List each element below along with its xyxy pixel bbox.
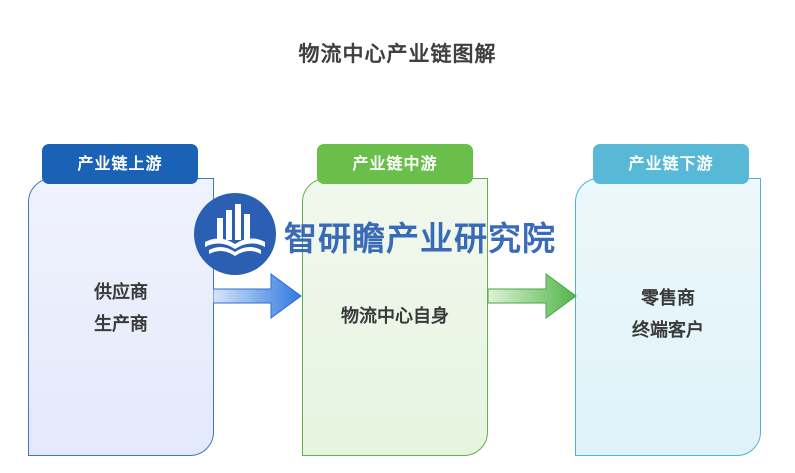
page-title: 物流中心产业链图解 <box>298 42 497 66</box>
upstream-tab: 产业链上游 <box>42 144 198 184</box>
arrow-right-icon <box>213 273 302 319</box>
watermark-text: 智研瞻产业研究院 <box>284 219 556 258</box>
downstream-items: 零售商 终端客户 <box>576 283 760 347</box>
midstream-tab: 产业链中游 <box>317 144 473 184</box>
midstream-panel: 物流中心自身 <box>302 178 488 456</box>
downstream-panel: 零售商 终端客户 <box>575 178 761 456</box>
midstream-item: 物流中心自身 <box>341 306 449 327</box>
downstream-item: 零售商 <box>641 288 695 309</box>
upstream-item: 生产商 <box>94 314 148 335</box>
downstream-item: 终端客户 <box>632 320 704 341</box>
arrow-right-icon <box>488 273 577 319</box>
downstream-tab: 产业链下游 <box>593 144 749 184</box>
upstream-items: 供应商 生产商 <box>29 277 213 341</box>
city-book-logo-icon <box>194 193 276 275</box>
upstream-panel: 供应商 生产商 <box>28 178 214 456</box>
midstream-items: 物流中心自身 <box>303 301 487 333</box>
upstream-item: 供应商 <box>94 282 148 303</box>
